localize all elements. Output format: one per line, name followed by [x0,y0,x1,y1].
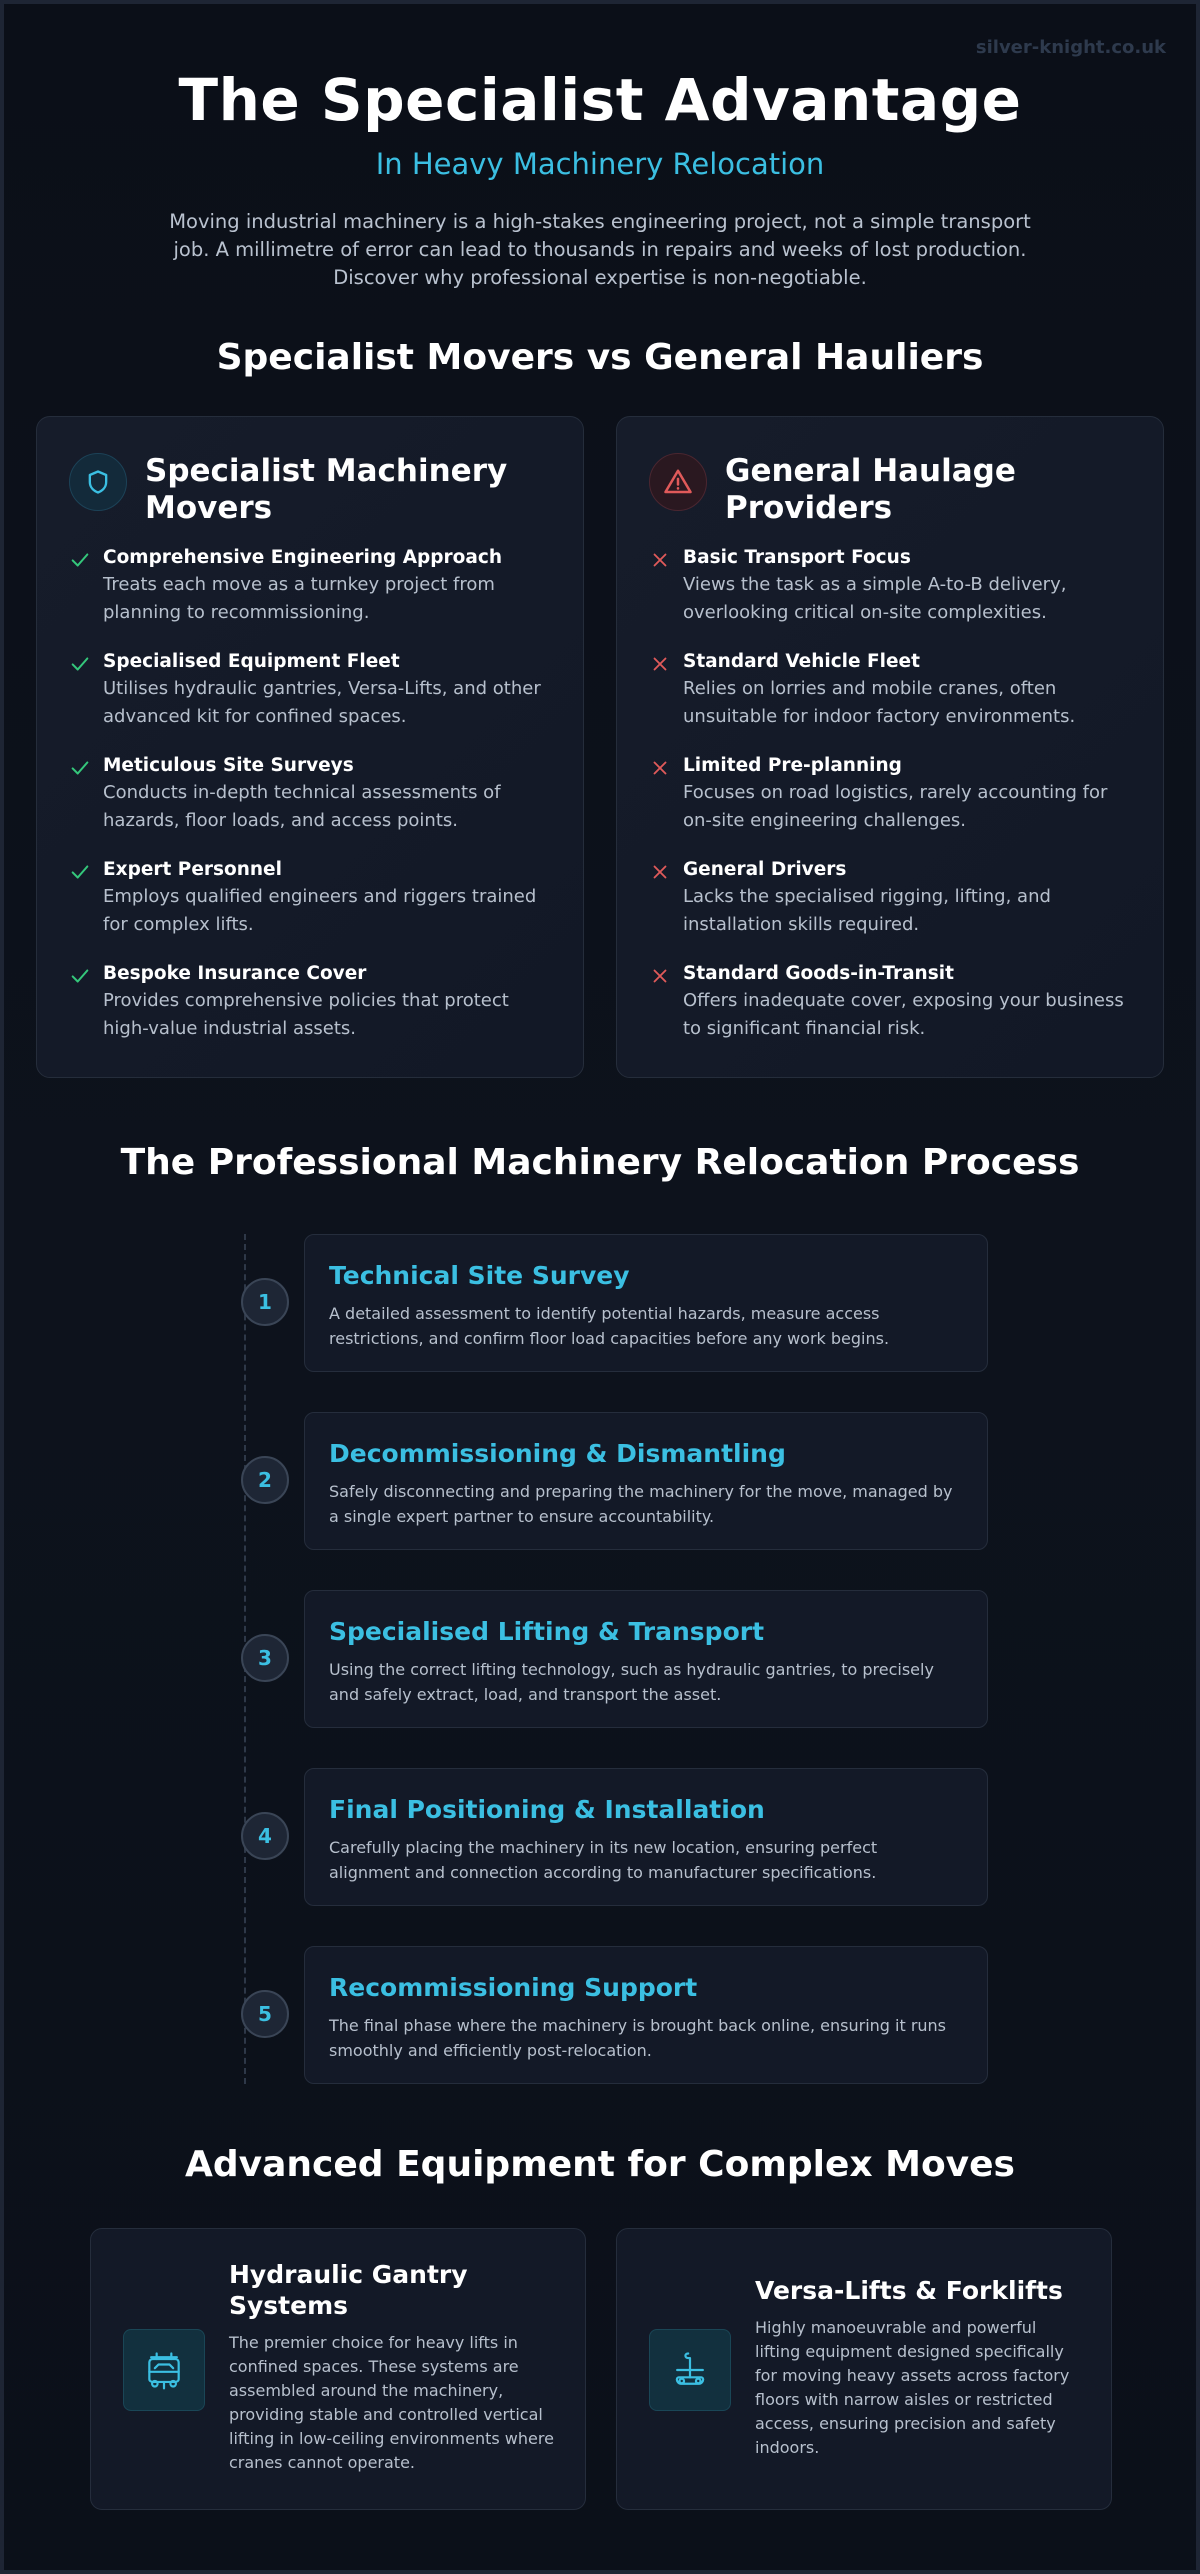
feature-text: Employs qualified engineers and riggers … [103,886,537,935]
feature-text: Provides comprehensive policies that pro… [103,990,509,1039]
process-section-title: The Professional Machinery Relocation Pr… [120,1142,1080,1183]
feature-title: Standard Vehicle Fleet [683,651,920,672]
cross-icon [649,961,683,1065]
equipment-text: Highly manoeuvrable and powerful lifting… [755,2318,1070,2457]
general-hauliers-card: General Haulage Providers Basic Transpor… [616,416,1164,1078]
cross-icon [649,753,683,857]
shield-icon [69,453,127,511]
feature-title: Basic Transport Focus [683,547,911,568]
gantry-icon [123,2329,205,2411]
step-number: 3 [241,1634,289,1682]
specialist-card-header: Specialist Machinery Movers [69,453,545,527]
feature-text: Focuses on road logistics, rarely accoun… [683,782,1108,831]
check-icon [69,545,103,649]
feature-text: Conducts in-depth technical assessments … [103,782,501,831]
specialist-movers-card: Specialist Machinery Movers Comprehensiv… [36,416,584,1078]
feature-title: General Drivers [683,859,847,880]
step-text: Carefully placing the machinery in its n… [329,1838,878,1882]
step-text: The final phase where the machinery is b… [329,2016,947,2060]
process-step-card: Decommissioning & Dismantling Safely dis… [304,1412,988,1550]
feature-title: Bespoke Insurance Cover [103,963,367,984]
step-title: Recommissioning Support [329,1973,698,2002]
lift-icon [649,2329,731,2411]
cross-icon [649,649,683,753]
feature-title: Limited Pre-planning [683,755,902,776]
step-title: Technical Site Survey [329,1261,630,1290]
equipment-section-title: Advanced Equipment for Complex Moves [185,2144,1015,2185]
feature-text: Treats each move as a turnkey project fr… [103,574,495,623]
check-icon [69,753,103,857]
step-text: Safely disconnecting and preparing the m… [329,1482,953,1526]
feature-text: Lacks the specialised rigging, lifting, … [683,886,1051,935]
feature-title: Specialised Equipment Fleet [103,651,400,672]
feature-title: Comprehensive Engineering Approach [103,547,502,568]
comparison-section-title: Specialist Movers vs General Hauliers [216,337,984,378]
feature-title: Standard Goods-in-Transit [683,963,954,984]
step-title: Specialised Lifting & Transport [329,1617,765,1646]
equipment-card-gantry: Hydraulic Gantry Systems The premier cho… [90,2228,586,2510]
check-icon [69,961,103,1065]
feature-text: Offers inadequate cover, exposing your b… [683,990,1124,1039]
feature-text: Relies on lorries and mobile cranes, oft… [683,678,1076,727]
cross-icon [649,545,683,649]
feature-text: Utilises hydraulic gantries, Versa-Lifts… [103,678,541,727]
feature-title: Meticulous Site Surveys [103,755,354,776]
equipment-title: Hydraulic Gantry Systems [229,2260,468,2320]
step-text: Using the correct lifting technology, su… [329,1660,934,1704]
step-title: Final Positioning & Installation [329,1795,765,1824]
page-title: The Specialist Advantage [178,66,1022,134]
cross-icon [649,857,683,961]
process-step-card: Recommissioning Support The final phase … [304,1946,988,2084]
feature-text: Views the task as a simple A-to-B delive… [683,574,1067,623]
equipment-title: Versa-Lifts & Forklifts [755,2276,1063,2305]
step-number: 1 [241,1278,289,1326]
warning-icon [649,453,707,511]
process-step-card: Specialised Lifting & Transport Using th… [304,1590,988,1728]
step-number: 4 [241,1812,289,1860]
step-title: Decommissioning & Dismantling [329,1439,786,1468]
equipment-card-versa-lift: Versa-Lifts & Forklifts Highly manoeuvra… [616,2228,1112,2510]
page-subtitle: In Heavy Machinery Relocation [375,147,825,181]
intro-paragraph: Moving industrial machinery is a high-st… [169,210,1031,289]
check-icon [69,857,103,961]
feature-title: Expert Personnel [103,859,282,880]
general-card-title: General Haulage Providers [725,453,1016,526]
step-number: 5 [241,1990,289,2038]
process-step-card: Technical Site Survey A detailed assessm… [304,1234,988,1372]
specialist-card-title: Specialist Machinery Movers [145,453,508,526]
process-step-card: Final Positioning & Installation Careful… [304,1768,988,1906]
step-text: A detailed assessment to identify potent… [329,1304,890,1348]
step-number: 2 [241,1456,289,1504]
check-icon [69,649,103,753]
equipment-text: The premier choice for heavy lifts in co… [229,2333,554,2472]
general-card-header: General Haulage Providers [649,453,1125,527]
site-watermark: silver-knight.co.uk [975,37,1166,58]
